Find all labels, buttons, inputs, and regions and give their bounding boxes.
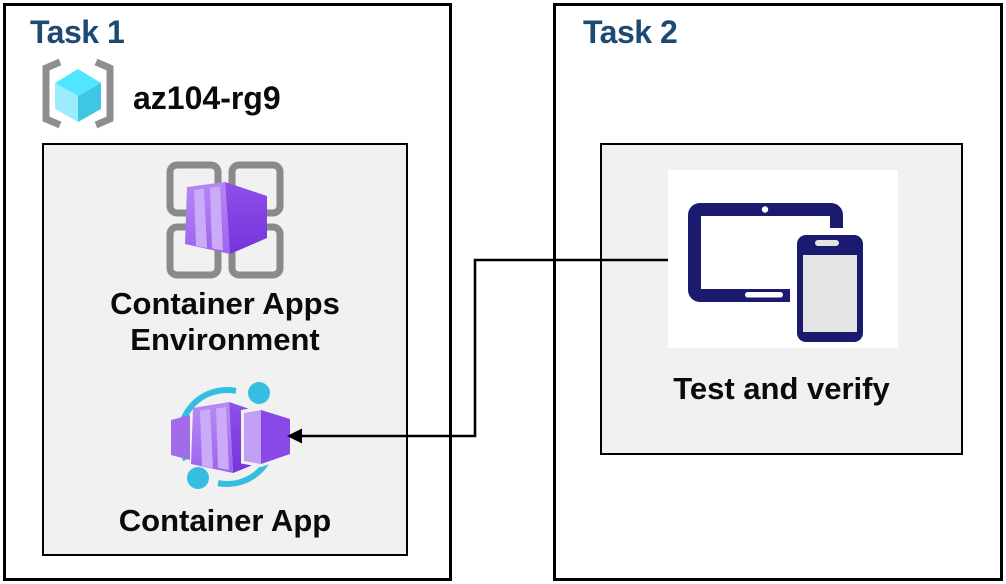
task1-title: Task 1 — [30, 14, 125, 50]
resource-group-name: az104-rg9 — [133, 80, 281, 116]
container-app-label: Container App — [118, 503, 332, 538]
resource-group-icon — [42, 58, 114, 129]
container-app-icon — [171, 382, 293, 489]
devices-tablet-phone-icon — [688, 203, 870, 348]
environment-label: Container Apps Environment — [110, 286, 340, 357]
container-apps-environment-icon — [166, 161, 284, 279]
task2-title: Task 2 — [583, 14, 678, 50]
test-and-verify-label: Test and verify — [673, 371, 890, 406]
devices-icon-card — [668, 170, 898, 348]
